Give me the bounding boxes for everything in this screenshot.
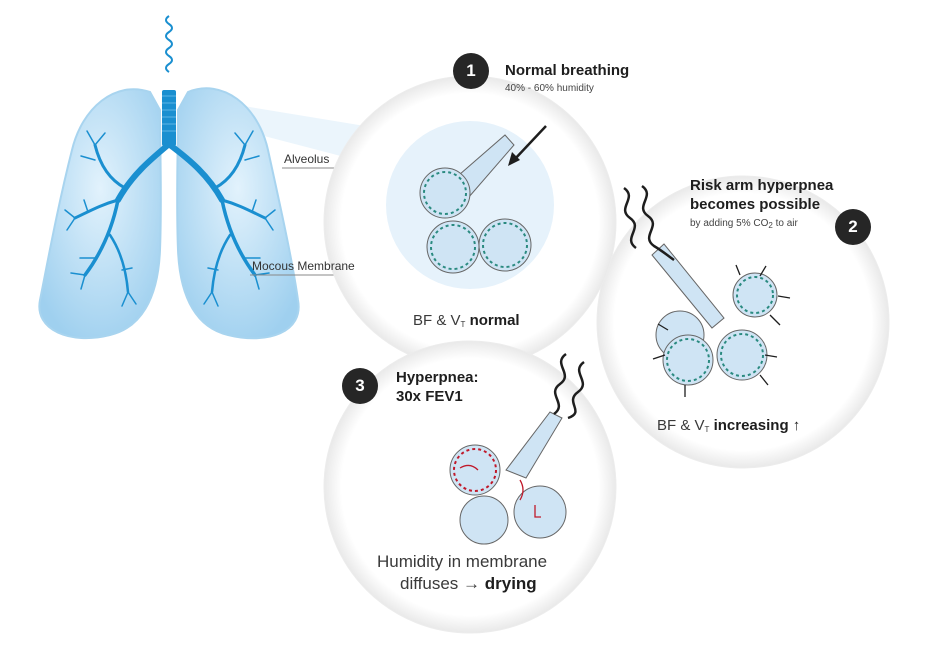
stage-3-caption-line-2-prefix: diffuses → [400,574,485,593]
stage-1-alveoli [419,125,547,274]
stage-2-title-line-1: Risk arm hyperpnea [690,177,834,194]
left-lung-shape [176,87,300,340]
stage-1-caption: BF & VT normal [413,312,520,329]
stage-1-inflow-arrow [513,125,547,161]
stage-3-caption-line-2: diffuses → drying [400,574,537,594]
stage-1-caption-prefix: BF & V [413,312,461,329]
stage-3-title-line-1: Hyperpnea: [396,369,479,386]
stage-2-caption: BF & VT increasing ↑ [657,417,800,434]
stage-3-caption-line-2-bold: drying [484,574,537,593]
stage-2-caption-prefix: BF & V [657,417,705,434]
stage-2-title-line-2: becomes possible [690,196,821,213]
stage-2-subtitle-prefix: by adding 5% CO [690,218,769,229]
airflow-squiggle [165,15,173,73]
stage-1-badge: 1 [453,53,489,89]
stage-2-caption-bold: increasing [713,417,789,434]
stage-2-subtitle: by adding 5% CO2 to air [690,218,798,230]
lungs-illustration [38,15,300,340]
trachea [162,90,176,146]
stage-3-inflow-squiggles [553,352,585,420]
stage-2-caption-arrow: ↑ [792,417,801,434]
stage-3-title-line-2: 30x FEV1 [396,388,463,405]
stage-2-alveoli [623,184,791,397]
alveolus-label: Alveolus [284,152,330,166]
right-lung-shape [38,88,162,340]
stage-2-badge: 2 [835,209,871,245]
bronchi-tree [64,130,276,307]
stage-3-caption-line-1: Humidity in membrane [377,552,548,571]
stage-2-inflow-squiggles [623,184,675,262]
stage-2-subtitle-suffix: to air [772,218,798,229]
stage-1-subtitle: 40% - 60% humidity [505,83,594,94]
stage-2-caption-sub: T [704,425,710,434]
stage-1-caption-bold: normal [469,312,520,329]
stage-3-alveoli [449,352,585,545]
stage-2-circle [596,175,890,469]
stage-3-badge: 3 [342,368,378,404]
stage-1-title: Normal breathing [505,62,630,79]
stage-2-subtitle-sub: 2 [768,221,773,230]
stage-1-caption-sub: T [460,320,466,329]
membrane-label: Mocous Membrane [252,259,355,273]
